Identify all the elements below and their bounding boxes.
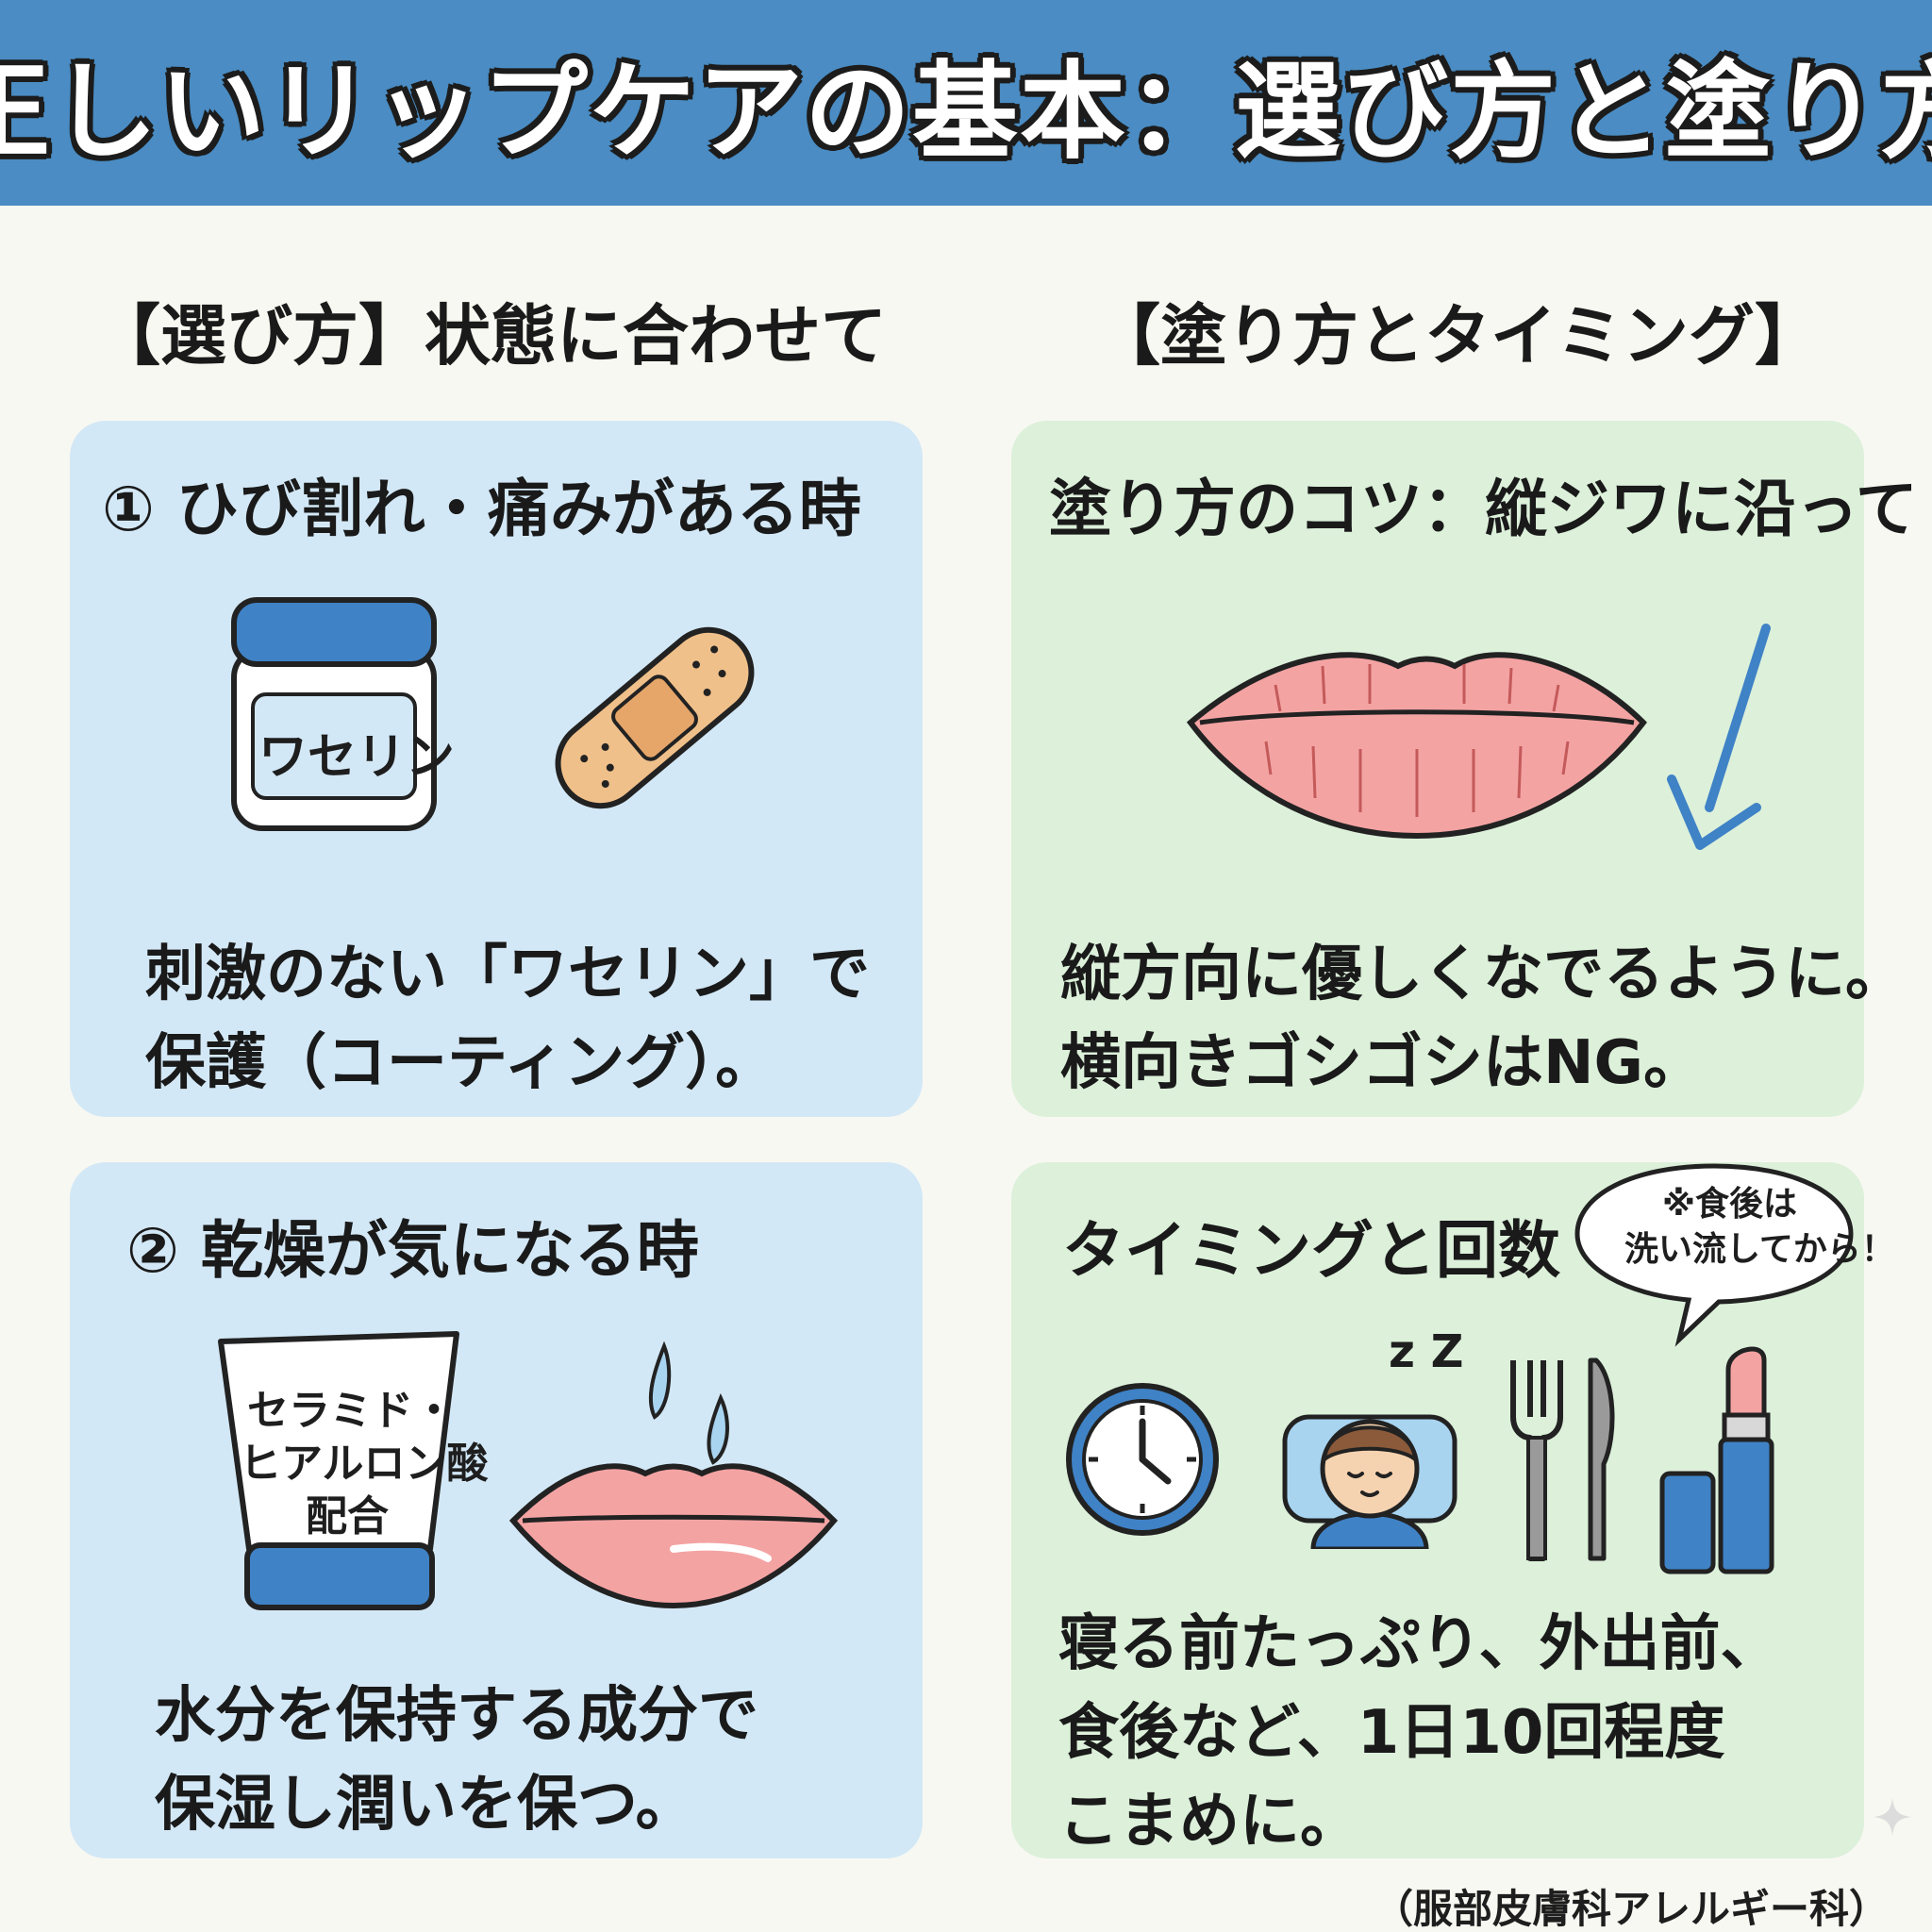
card-timing: タイミングと回数 ※食後は 洗い流してから！ z Z 寝る前たっぷり、外出前、 …: [1011, 1162, 1895, 1858]
bubble-text-line1: ※食後は: [1662, 1185, 1797, 1224]
sleeping-person-icon: [1282, 1414, 1457, 1549]
page-title: 正しいリップケアの基本：選び方と塗り方: [0, 51, 1932, 174]
lip-balm-stick-icon: [1659, 1346, 1774, 1574]
bandage-icon: [555, 626, 755, 809]
card-body-line1: 縦方向に優しくなでるように。: [1060, 940, 1906, 1009]
card-cracked-lips: ① ひび割れ・痛みがある時 ワセリン 刺激のない「ワセリン」で 保護（コーティン…: [70, 421, 923, 1117]
card-body-line1: 寝る前たっぷり、外出前、: [1058, 1609, 1781, 1679]
speech-bubble: [1574, 1163, 1854, 1347]
card-body-line3: こまめに。: [1058, 1787, 1360, 1857]
card-title: ② 乾燥が気になる時: [126, 1214, 699, 1287]
footer-credit: （服部皮膚科アレルギー科）: [1373, 1886, 1889, 1932]
card-body-line2: 保湿し潤いを保つ。: [155, 1770, 696, 1840]
lips-vertical-wrinkles-icon: [1186, 652, 1647, 840]
card-title: タイミングと回数: [1062, 1214, 1560, 1287]
clock-icon: [1066, 1383, 1219, 1536]
moist-lips-icon: [508, 1341, 839, 1609]
card-body-line2: 保護（コーティング）。: [145, 1028, 776, 1098]
card-body-line2: 横向きゴシゴシはNG。: [1060, 1028, 1705, 1098]
card-dry-lips: ② 乾燥が気になる時 セラミド・ ヒアルロン酸 配合 水分を保持する成分で 保湿…: [70, 1162, 923, 1858]
section-title-choose: 【選び方】状態に合わせて: [94, 297, 887, 375]
card-application-tip: 塗り方のコツ：縦ジワに沿って 縦方向に優しくなでるように。 横向きゴシゴシはNG…: [1011, 421, 1918, 1117]
tube-label-line1: セラミド・: [247, 1387, 455, 1435]
tube-label-line3: 配合: [306, 1492, 389, 1541]
sparkle-icon: [1874, 1798, 1911, 1836]
vaseline-jar-icon: [231, 597, 437, 831]
bubble-text-line2: 洗い流してから！: [1624, 1230, 1895, 1269]
card-body-line2: 食後など、1日10回程度: [1058, 1698, 1725, 1768]
section-title-apply: 【塗り方とタイミング】: [1094, 297, 1821, 375]
card-body-line1: 刺激のない「ワセリン」で: [145, 940, 870, 1009]
card-title: ① ひび割れ・痛みがある時: [102, 473, 861, 545]
card-body-line1: 水分を保持する成分で: [155, 1681, 758, 1751]
zzz-text: z Z: [1389, 1325, 1464, 1378]
header-banner: 正しいリップケアの基本：選び方と塗り方: [0, 0, 1932, 206]
arrow-down-icon: [1667, 624, 1771, 850]
jar-label: ワセリン: [258, 729, 456, 786]
fork-knife-icon: [1510, 1357, 1615, 1561]
card-title: 塗り方のコツ：縦ジワに沿って: [1049, 473, 1918, 545]
tube-label-line2: ヒアルロン酸: [240, 1440, 489, 1488]
moisturizer-tube-icon: [218, 1331, 459, 1610]
